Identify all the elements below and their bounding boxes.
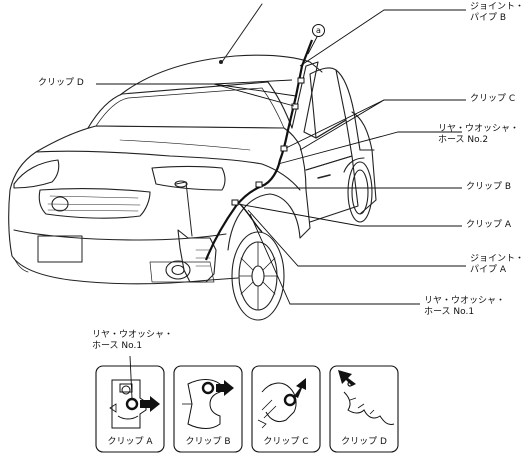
clip-b-drawing (182, 379, 221, 429)
detail-hose-label: リヤ・ウオッシャ・ ホース No.1 (92, 330, 173, 352)
marker-a: a (312, 24, 325, 37)
label-joint-pipe-a: ジョイント・ パイプ A (470, 254, 524, 276)
detail-label-clip-a: クリップ A (107, 437, 153, 447)
label-joint-pipe-a-line1: ジョイント・ (470, 254, 525, 264)
label-joint-pipe-a-line2: パイプ A (470, 265, 507, 275)
clip-d-drawing (343, 381, 395, 425)
clip-c-arrow (294, 378, 306, 398)
detail-box-clip-c (251, 365, 321, 453)
detail-box-clip-b (173, 365, 243, 453)
label-clip-d: クリップ D (38, 78, 84, 88)
label-hose-1-line2: ホース No.1 (424, 307, 475, 317)
label-hose-1-line1: リヤ・ウオッシャ・ (424, 296, 506, 306)
detail-box-clip-d (329, 365, 399, 453)
car-illustration (8, 3, 377, 321)
detail-hose-label-line2: ホース No.1 (92, 341, 143, 351)
label-rear-washer-hose-2: リヤ・ウオッシャ・ ホース No.2 (438, 124, 519, 146)
detail-label-clip-d: クリップ D (341, 437, 387, 447)
clip-c-drawing (257, 382, 297, 429)
clip-a-arrow (140, 396, 160, 412)
label-joint-pipe-b-line1: ジョイント・ (470, 2, 525, 12)
detail-boxes (95, 365, 399, 453)
washer-hose-route (204, 39, 314, 261)
label-hose-2-line1: リヤ・ウオッシャ・ (438, 124, 520, 134)
hose-clips (231, 77, 305, 206)
detail-label-clip-c: クリップ C (263, 437, 309, 447)
hose-no1-detail-leader (129, 355, 133, 399)
label-rear-washer-hose-1: リヤ・ウオッシャ・ ホース No.1 (424, 296, 505, 318)
label-clip-c: クリップ C (470, 94, 516, 104)
label-clip-a: クリップ A (466, 220, 512, 230)
leader-lines (96, 9, 466, 305)
label-joint-pipe-b-line2: パイプ B (470, 13, 507, 23)
label-joint-pipe-b: ジョイント・ パイプ B (470, 2, 524, 24)
clip-b-arrow (216, 380, 234, 396)
clip-d-arrow (338, 370, 356, 386)
detail-box-clip-a (95, 365, 165, 453)
label-clip-b: クリップ B (466, 182, 512, 192)
detail-hose-label-line1: リヤ・ウオッシャ・ (92, 330, 174, 340)
label-hose-2-line2: ホース No.2 (438, 135, 489, 145)
detail-label-clip-b: クリップ B (185, 437, 231, 447)
